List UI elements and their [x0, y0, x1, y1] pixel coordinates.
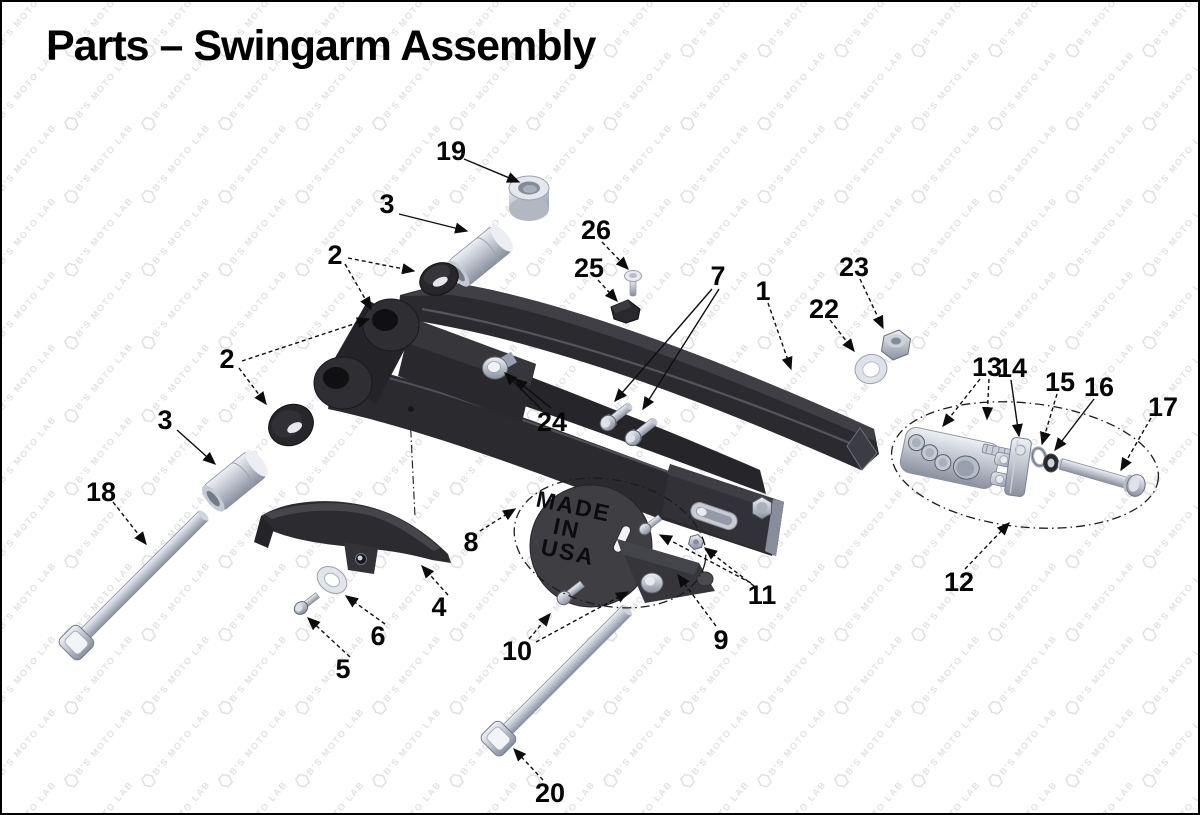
part-17-bolt [1057, 458, 1146, 497]
callout-3-left: 3 [157, 405, 172, 435]
axle-pinch-bolt [752, 496, 772, 520]
callout-17: 17 [1148, 392, 1178, 422]
part-6-washer [316, 566, 348, 594]
callout-14: 14 [997, 353, 1027, 383]
part-3-spacer-left [201, 450, 269, 512]
callout-18: 18 [86, 477, 116, 507]
callout-22: 22 [809, 294, 839, 324]
part-20-rear-axle [480, 605, 632, 757]
callout-13: 13 [972, 352, 1002, 382]
leader-lines [112, 158, 1152, 781]
part-19-bushing [508, 175, 550, 221]
callout-15: 15 [1045, 367, 1075, 397]
part-2-seal-left [268, 403, 314, 447]
part-23-nut [880, 329, 912, 361]
callout-12: 12 [944, 567, 974, 597]
swingarm-body [313, 282, 879, 556]
chain-guide-disc: MADE IN USA [529, 484, 715, 608]
part-18-pivot-axle [58, 510, 209, 661]
part-4-chain-slider [254, 501, 451, 574]
part-2-seal-top [419, 262, 459, 296]
callout-8: 8 [463, 527, 478, 557]
callout-6: 6 [370, 621, 385, 651]
callout-5: 5 [335, 654, 350, 684]
part-22-washer [854, 353, 888, 385]
part-13-adjuster-block [899, 427, 1019, 489]
part-14-plate [1004, 437, 1032, 497]
part-5-bolt [293, 592, 320, 615]
callout-24: 24 [537, 407, 567, 437]
callout-19: 19 [436, 136, 466, 166]
part-16-nut [1043, 453, 1059, 473]
part-7-bolt-a [599, 402, 633, 432]
callout-4: 4 [431, 592, 446, 622]
part-11-bolt [638, 514, 663, 536]
axle-slot [690, 501, 738, 531]
part-24-fitting [482, 351, 518, 380]
callout-9: 9 [713, 625, 728, 655]
stamp-line-2: IN [551, 513, 583, 544]
page-title: Parts – Swingarm Assembly [46, 22, 596, 70]
callout-16: 16 [1084, 372, 1114, 402]
callout-20: 20 [535, 778, 565, 808]
callout-7: 7 [710, 261, 725, 291]
detail-ellipses [513, 401, 1160, 609]
callout-3-top: 3 [379, 189, 394, 219]
callout-labels: 19 3 2 26 25 7 1 22 23 13 14 15 16 17 12… [86, 136, 1178, 808]
callout-25: 25 [574, 253, 604, 283]
callout-11: 11 [748, 580, 777, 610]
callout-23: 23 [839, 252, 869, 282]
callout-2-top: 2 [327, 240, 342, 270]
callout-10: 10 [502, 636, 532, 666]
callout-2-left: 2 [219, 344, 234, 374]
part-25-clip [610, 299, 641, 324]
assembly-centerline [409, 413, 416, 518]
part-7-bolt-b [624, 417, 658, 447]
detail-ellipse-guide [513, 477, 707, 609]
part-26-screw [624, 270, 642, 297]
detail-ellipse-adjuster [890, 401, 1160, 529]
callout-26: 26 [581, 215, 611, 245]
part-15-washer [1030, 446, 1048, 468]
callout-1: 1 [755, 276, 770, 306]
part-11-nut [687, 533, 705, 551]
